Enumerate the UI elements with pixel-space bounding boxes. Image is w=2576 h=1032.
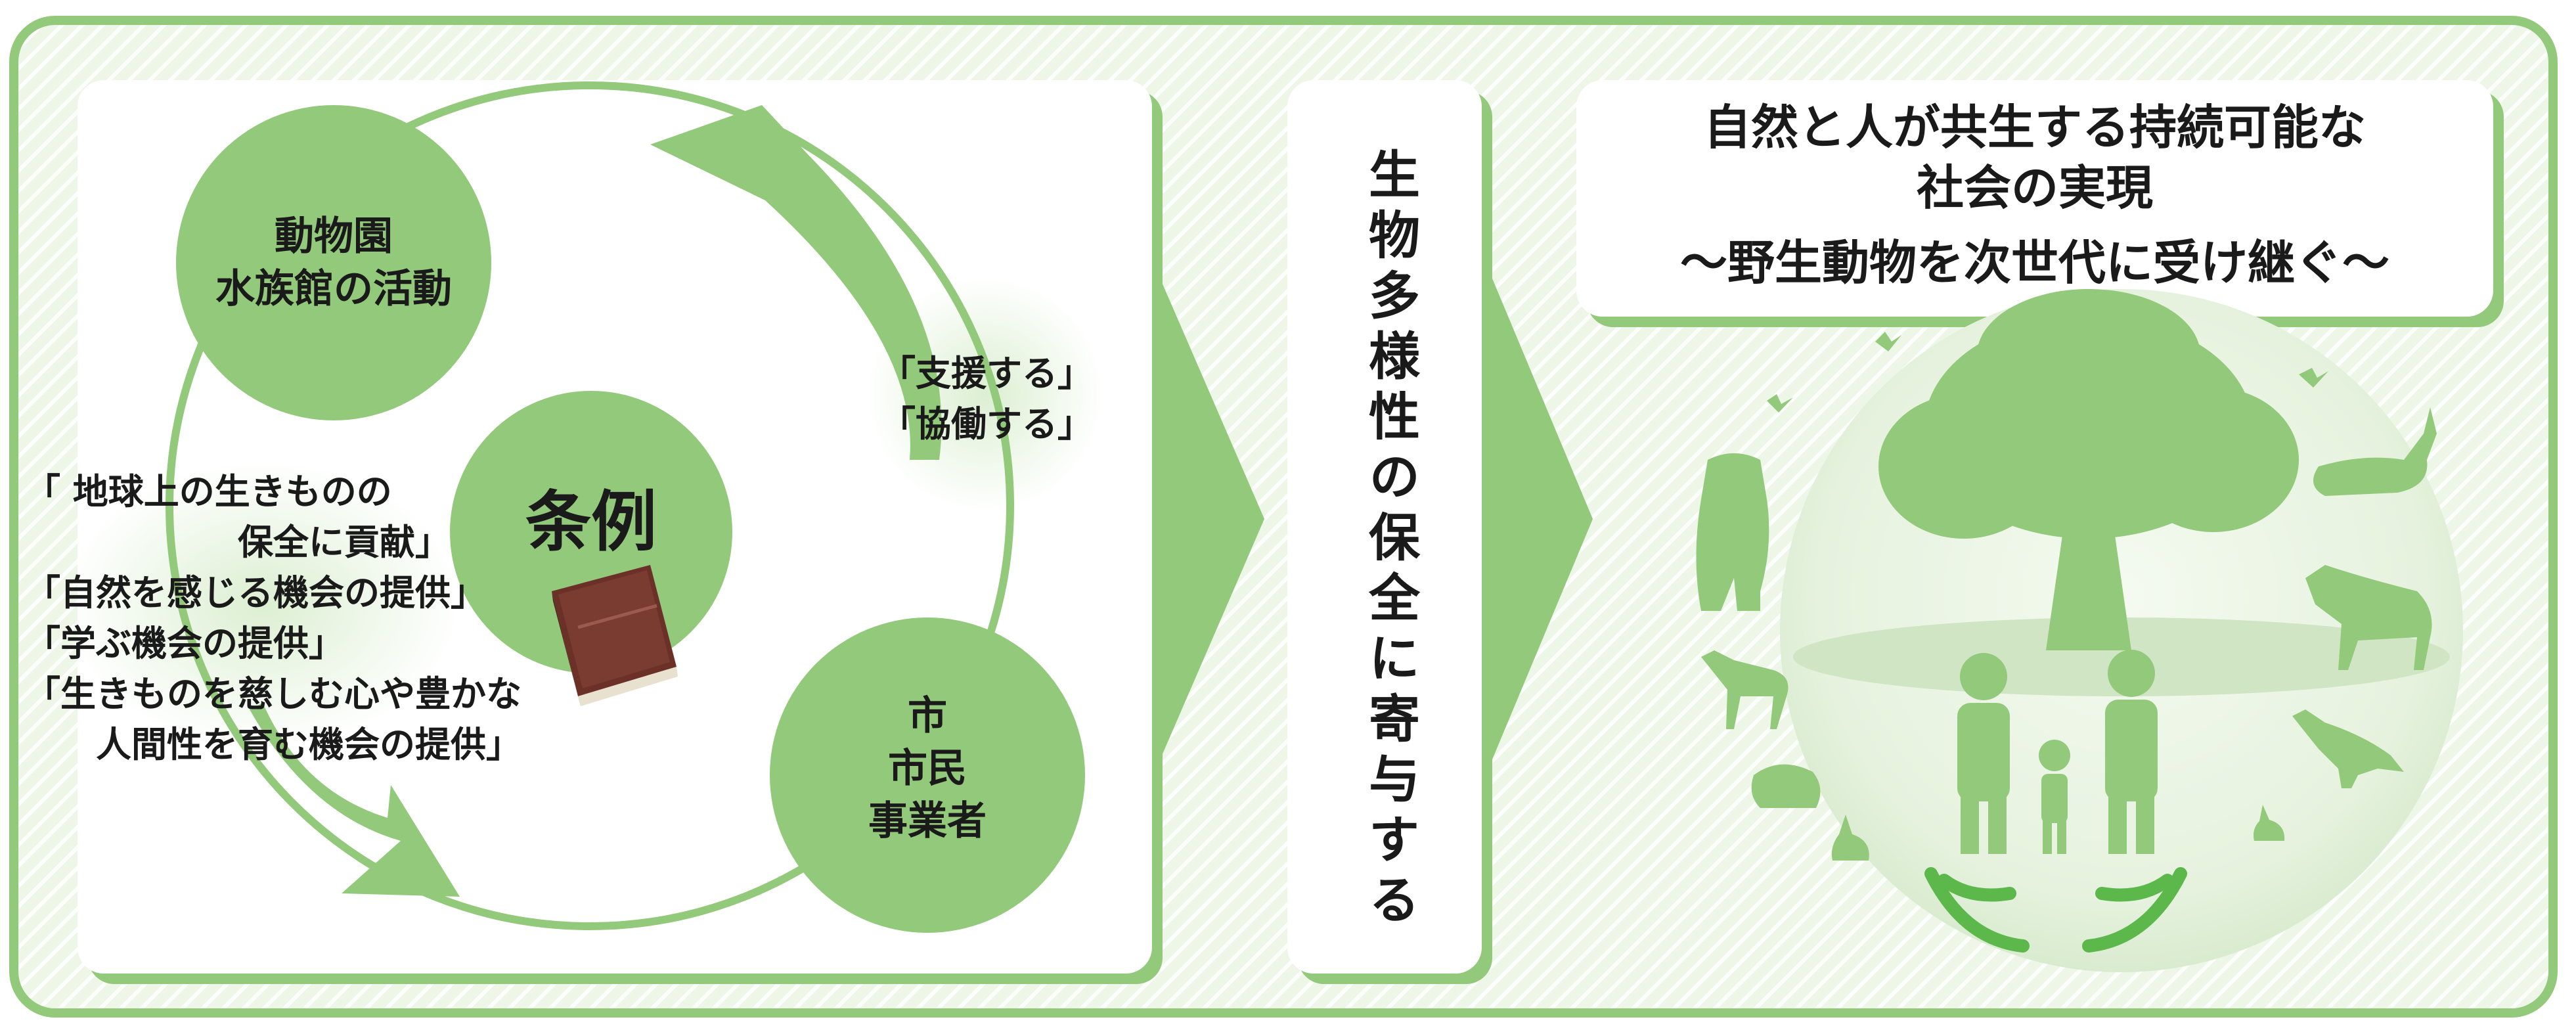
role-line: 人間性を育む機会の提供」	[25, 724, 522, 765]
deer-icon	[1701, 650, 1788, 729]
role-line: 「 地球上の生きものの	[25, 471, 392, 512]
role-line: 「学ぶ機会の提供」	[25, 623, 344, 664]
role-line: 「自然を感じる機会の提供」	[25, 572, 486, 614]
biodiversity-text: 生物多様性の保全に寄与する	[1360, 148, 1419, 933]
tree-icon	[1878, 289, 2299, 650]
rabbit-icon	[1831, 815, 1869, 861]
node-zoo-label: 動物園 水族館の活動	[176, 210, 491, 315]
horse-icon	[2305, 565, 2432, 670]
family-icon	[1957, 650, 2158, 854]
node-zoo-line2: 水族館の活動	[215, 266, 452, 312]
raccoon-icon	[1751, 764, 1821, 808]
hands-icon	[1924, 867, 2187, 953]
goal-title-line2: 社会の実現	[1916, 160, 2153, 215]
node-ordinance-label: 条例	[525, 483, 657, 560]
title-panel	[1576, 80, 2493, 317]
node-citizens-line2: 市民	[888, 746, 967, 792]
role-line: 「生きものを慈しむ心や豊かな	[25, 673, 522, 715]
stag-icon	[2313, 407, 2437, 496]
goal-subtitle: ～野生動物を次世代に受け継ぐ～	[1679, 235, 2389, 290]
bird-icon	[1875, 332, 1901, 351]
bird-icon-2	[1767, 394, 1793, 413]
goal-title: 自然と人が共生する持続可能な 社会の実現 ～野生動物を次世代に受け継ぐ～	[1576, 97, 2493, 293]
roles-text: 「 地球上の生きものの 保全に貢献」 「自然を感じる機会の提供」 「学ぶ機会の提…	[25, 466, 590, 770]
cycle-arrow-bottom	[250, 703, 460, 897]
role-line: 保全に貢献」	[25, 522, 451, 563]
node-citizens-label: 市 市民 事業者	[770, 690, 1085, 847]
roles-glow	[66, 460, 460, 749]
middle-panel	[1287, 80, 1482, 974]
node-zoo	[176, 105, 491, 420]
node-citizens-line1: 市	[908, 693, 947, 739]
fox-icon	[2292, 709, 2404, 788]
chevron-arrow-2	[1486, 263, 1593, 775]
node-citizens-line3: 事業者	[868, 798, 987, 844]
rabbit-icon-2	[2254, 805, 2285, 841]
bird-icon-3	[2299, 368, 2328, 388]
support-line2: 「協働する」	[880, 403, 1093, 445]
support-text: 「支援する」 「協働する」	[880, 348, 1093, 449]
support-line1: 「支援する」	[880, 353, 1093, 394]
node-citizens	[770, 617, 1085, 933]
node-zoo-line1: 動物園	[275, 213, 393, 259]
node-ordinance	[450, 391, 732, 673]
goal-title-line1: 自然と人が共生する持続可能な	[1703, 100, 2366, 155]
chevron-arrow-1	[1153, 263, 1264, 775]
cycle-arrow-top	[650, 105, 942, 460]
book-icon	[552, 565, 678, 706]
bear-icon	[1696, 453, 1769, 611]
cycle-ring	[166, 81, 1014, 930]
